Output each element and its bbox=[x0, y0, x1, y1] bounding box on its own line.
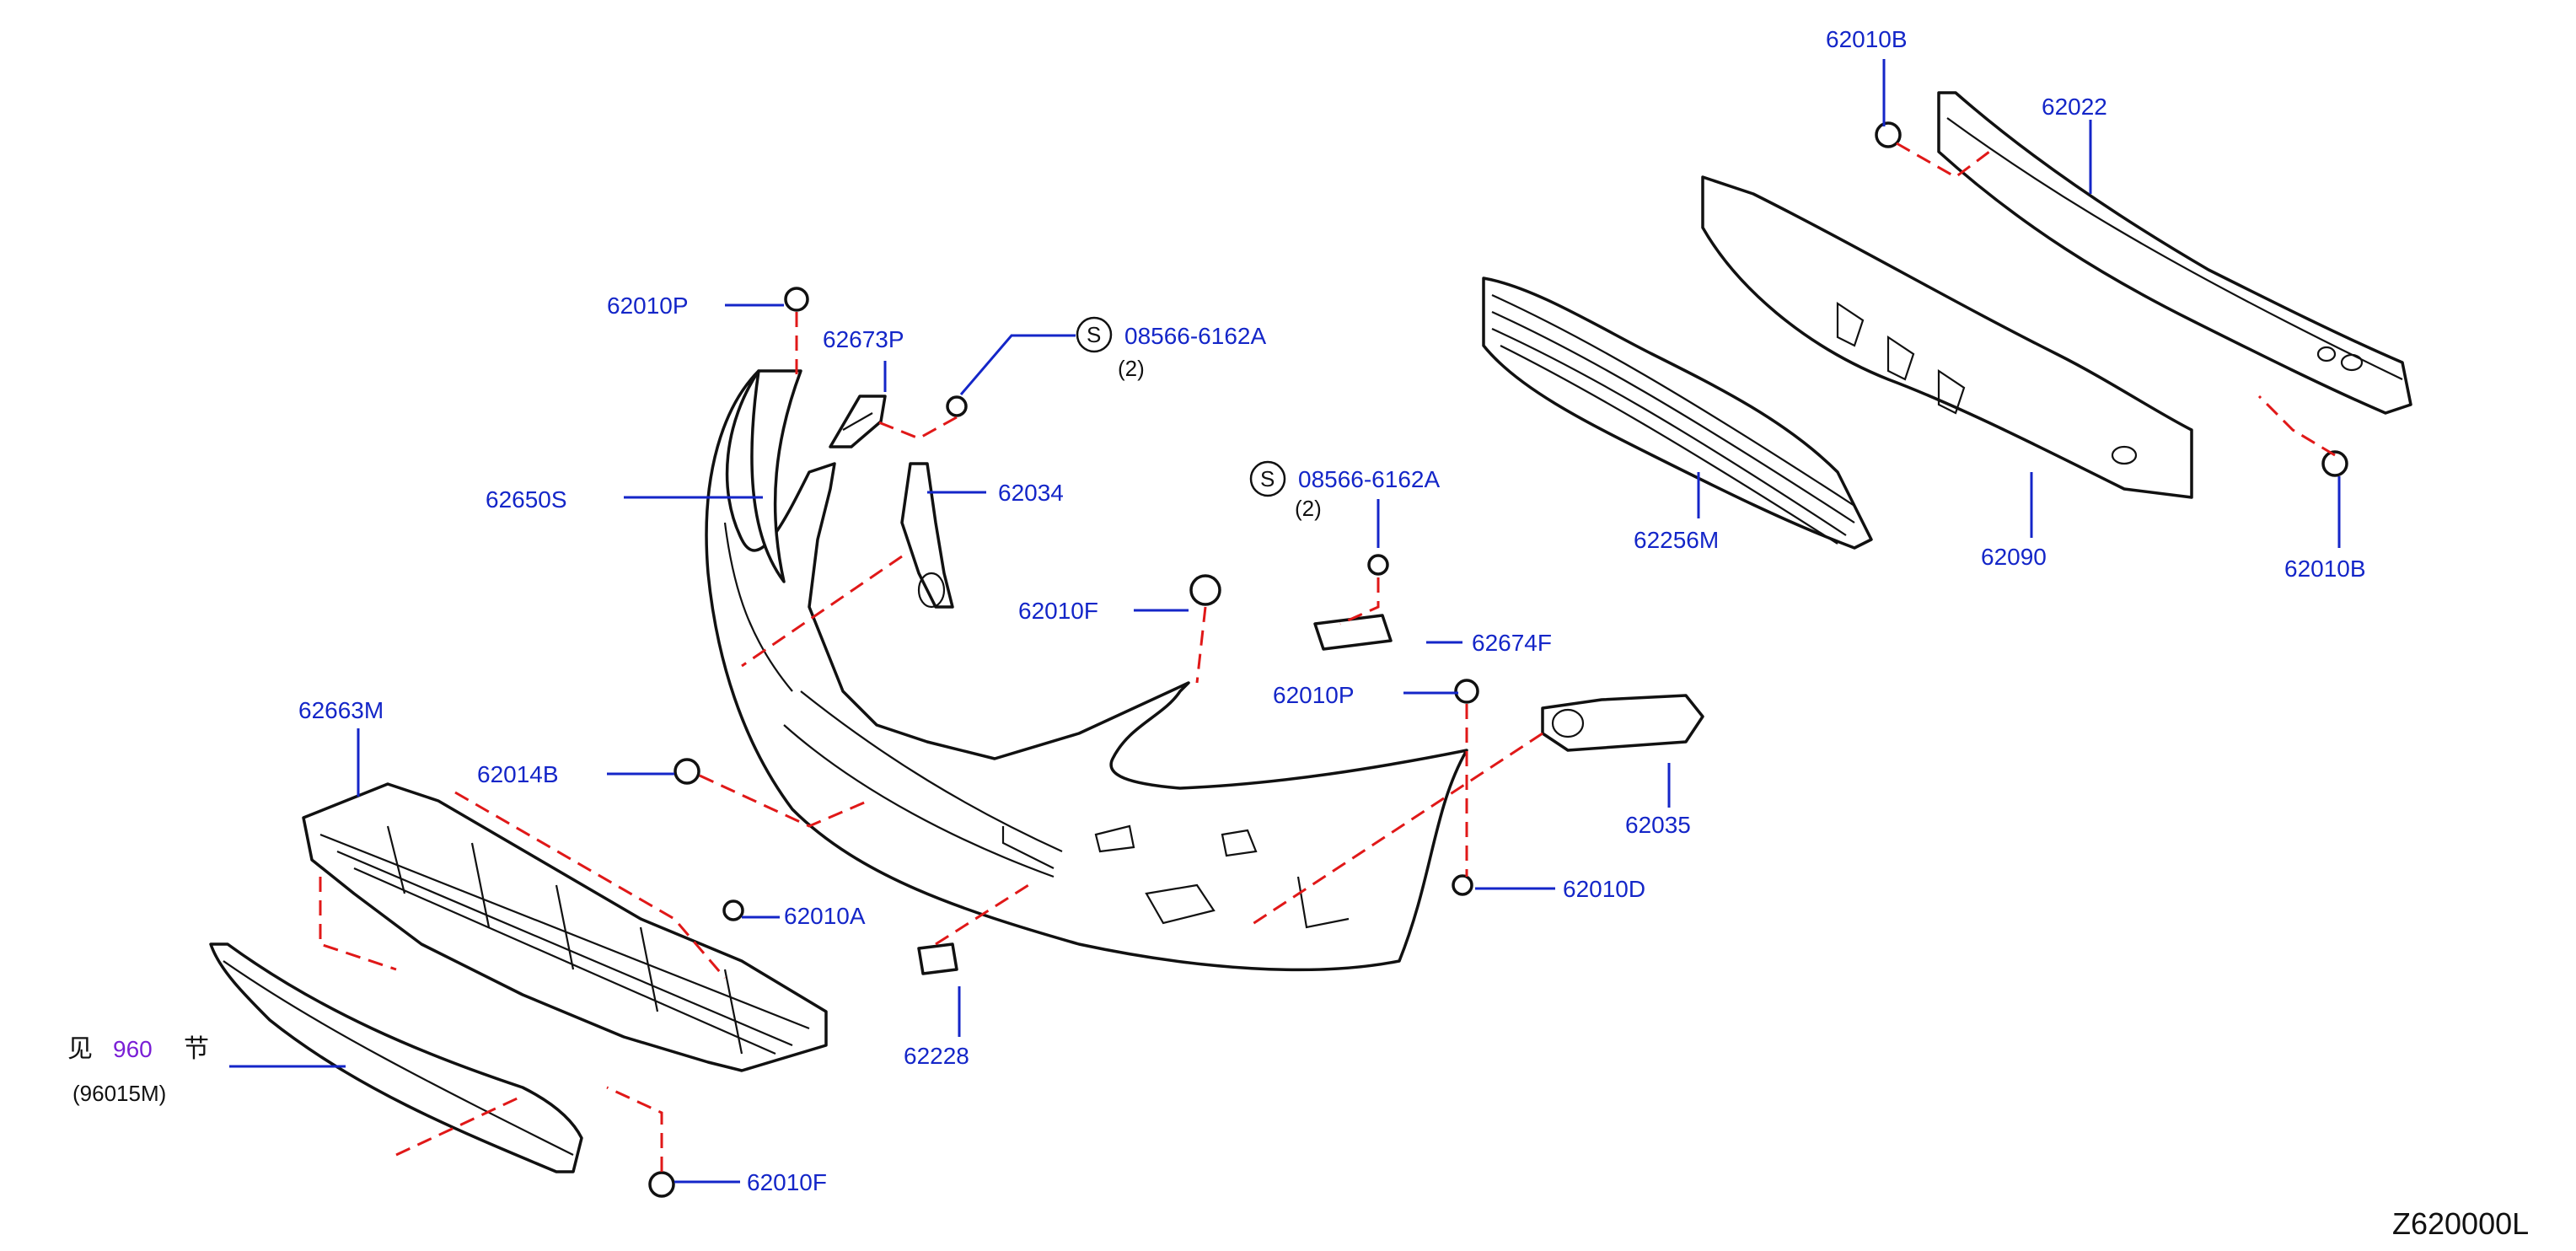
callout-62674f[interactable]: 62674F bbox=[1472, 630, 1552, 656]
reinforcement-62022 bbox=[1937, 91, 2412, 415]
ref-part-number[interactable]: (96015M) bbox=[72, 1081, 166, 1106]
callout-08566-6162a-mid[interactable]: 08566-6162A bbox=[1298, 466, 1440, 492]
ref-see-label: 见 bbox=[67, 1035, 93, 1063]
callout-62256m[interactable]: 62256M bbox=[1634, 527, 1719, 553]
leader-lines bbox=[229, 59, 2341, 1184]
screw-symbol-letter: S bbox=[1260, 466, 1275, 491]
lower-grille-62256m bbox=[1482, 277, 1873, 550]
callout-62010f-mid[interactable]: 62010F bbox=[1018, 598, 1098, 624]
callout-62010d[interactable]: 62010D bbox=[1563, 876, 1645, 902]
screw-symbol-mid: S bbox=[1249, 460, 1286, 497]
callout-62010b-right[interactable]: 62010B bbox=[2284, 556, 2366, 582]
callout-62650s[interactable]: 62650S bbox=[486, 486, 567, 513]
callout-62035[interactable]: 62035 bbox=[1625, 812, 1691, 838]
callout-62010f-bottom[interactable]: 62010F bbox=[747, 1169, 827, 1195]
assembly-guides bbox=[319, 142, 2336, 1172]
section-reference: 见 960 节 (96015M) bbox=[67, 1035, 209, 1106]
callout-62010b-top[interactable]: 62010B bbox=[1826, 26, 1908, 52]
bracket-62034 bbox=[900, 462, 954, 609]
fascia-side-panel bbox=[750, 369, 802, 583]
callout-62034[interactable]: 62034 bbox=[998, 480, 1064, 506]
ref-section-number[interactable]: 960 bbox=[113, 1036, 153, 1062]
callout-62010p-top[interactable]: 62010P bbox=[607, 293, 689, 319]
bracket-62673p bbox=[829, 395, 887, 448]
energy-absorber-62090 bbox=[1701, 175, 2193, 499]
callout-62014b[interactable]: 62014B bbox=[477, 761, 559, 787]
under-cover-62663m bbox=[302, 782, 828, 1072]
screw-symbol-letter: S bbox=[1087, 322, 1101, 347]
front-bumper-fascia bbox=[705, 369, 1468, 972]
bracket-62674f bbox=[1313, 614, 1393, 651]
callout-62673p[interactable]: 62673P bbox=[823, 326, 904, 352]
tow-hook-cover-62228 bbox=[917, 942, 958, 975]
diagram-code: Z620000L bbox=[2392, 1206, 2529, 1241]
callout-62022[interactable]: 62022 bbox=[2042, 94, 2107, 120]
screw-symbol-top: S bbox=[1076, 316, 1113, 353]
callout-08566-6162a-top[interactable]: 08566-6162A bbox=[1124, 323, 1266, 349]
callout-62228[interactable]: 62228 bbox=[904, 1043, 969, 1069]
ref-section-label: 节 bbox=[184, 1035, 209, 1063]
callout-62010p-mid[interactable]: 62010P bbox=[1273, 682, 1355, 708]
callout-qty-top: (2) bbox=[1118, 356, 1145, 381]
callout-62663m[interactable]: 62663M bbox=[298, 697, 384, 723]
callout-62010a[interactable]: 62010A bbox=[784, 903, 866, 929]
fog-lamp-bezel-62035 bbox=[1541, 694, 1704, 752]
callout-qty-mid: (2) bbox=[1295, 496, 1322, 521]
callout-62090[interactable]: 62090 bbox=[1981, 544, 2047, 570]
fasteners bbox=[648, 121, 2348, 1198]
lower-molding-96015m bbox=[209, 942, 583, 1173]
